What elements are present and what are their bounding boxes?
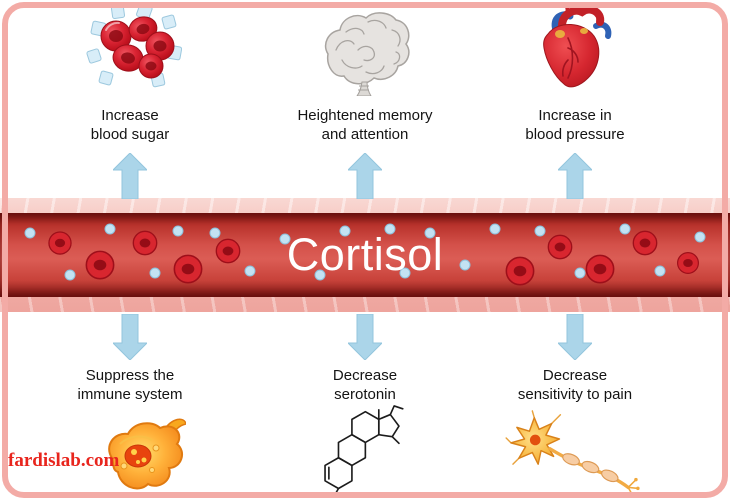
effect-label-suppress-immune: Suppress the immune system bbox=[77, 367, 183, 404]
brain-icon bbox=[312, 6, 418, 101]
watermark: fardislab.com bbox=[8, 450, 120, 471]
effect-label-decrease-pain-sensitivity: Decrease sensitivity to pain bbox=[517, 367, 633, 404]
red-blood-cells-sugar-icon bbox=[86, 3, 183, 103]
effect-label-heightened-memory: Heightened memory and attention bbox=[297, 107, 433, 144]
arrow-up-icon bbox=[556, 152, 594, 200]
vessel-lumen: Cortisol bbox=[0, 213, 730, 297]
immune-cell-icon bbox=[94, 414, 187, 500]
blood-vessel: Cortisol bbox=[0, 198, 730, 312]
effect-label-increase-blood-sugar: Increase blood sugar bbox=[90, 107, 170, 144]
arrow-up-icon bbox=[111, 152, 149, 200]
arrow-down-icon bbox=[111, 313, 149, 361]
arrow-down-icon bbox=[346, 313, 384, 361]
effect-label-decrease-serotonin: Decrease serotonin bbox=[332, 367, 398, 404]
heart-icon bbox=[522, 3, 618, 101]
vessel-title: Cortisol bbox=[286, 229, 444, 280]
red-blood-cell-cluster bbox=[100, 16, 175, 79]
arrow-down-icon bbox=[556, 313, 594, 361]
sugar-crystals bbox=[86, 3, 183, 88]
neuron-icon bbox=[502, 408, 644, 500]
arrow-up-icon bbox=[346, 152, 384, 200]
effect-label-increase-blood-pressure: Increase in blood pressure bbox=[525, 107, 625, 144]
steroid-molecule-icon bbox=[303, 404, 421, 500]
